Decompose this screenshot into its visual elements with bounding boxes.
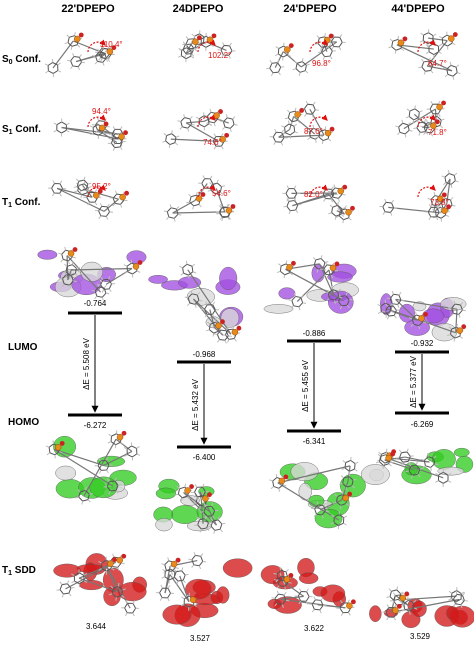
spin-density-24prime — [260, 558, 346, 614]
homo-value-24dpepo: -6.400 — [193, 453, 216, 462]
sdd-value-22dpepo: 3.644 — [86, 622, 107, 631]
sdd-value-24dpepo: 3.527 — [190, 634, 211, 643]
lumo-orbital-24dpepo — [148, 266, 244, 329]
angle-label-24prime-s1: 87.6° — [304, 127, 323, 136]
molecule-col2-s0 — [178, 30, 236, 63]
molecule-col1-t1 — [48, 176, 130, 220]
angle-arc-col3-s0 — [309, 39, 328, 53]
angle-arc-col4-s1 — [417, 114, 436, 128]
angle-arc-col4-t1 — [417, 184, 436, 198]
lumo-orbital-24prime-skeleton — [276, 255, 353, 311]
angle-label-44dpepo-s1: 71.8° — [428, 128, 447, 137]
angle-label-24dpepo-s1: 74.6° — [203, 138, 222, 147]
angle-arc-col2-s0 — [197, 39, 216, 53]
spin-density-24dpepo-skeleton — [156, 551, 207, 611]
lumo-orbital-44dpepo-skeleton — [377, 290, 467, 342]
row-label-s1: S1 Conf. — [2, 124, 41, 136]
row-label-homo: HOMO — [8, 417, 39, 428]
lumo-value-22dpepo: -0.764 — [84, 299, 107, 308]
angle-label-44dpepo-t1: 73.8° — [430, 198, 449, 207]
molecule-col2-s1 — [162, 108, 238, 150]
angle-arc-col1-s0 — [87, 39, 106, 53]
spin-density-44dpepo-skeleton — [382, 586, 468, 621]
angle-label-22dpepo-s1: 94.4° — [92, 107, 111, 116]
lumo-orbital-24dpepo-skeleton — [179, 260, 242, 344]
spin-density-22dpepo-skeleton — [56, 553, 140, 617]
molecule-col4-t1 — [379, 170, 459, 222]
angle-arc-col2-s1 — [197, 114, 216, 128]
column-title-24dpepo: 24DPEPO — [173, 3, 224, 15]
angle-arc-col3-t1 — [309, 184, 328, 198]
row-label-lumo: LUMO — [8, 342, 38, 353]
row-label-sdd: T1 SDD — [2, 565, 36, 577]
spin-density-24prime-skeleton — [271, 566, 356, 617]
gap-label-22dpepo: ΔE = 5.508 eV — [82, 337, 91, 389]
lumo-value-44dpepo: -0.932 — [411, 339, 434, 348]
sdd-value-24prime: 3.622 — [304, 624, 325, 633]
angle-label-24prime-t1: 82.0° — [304, 190, 323, 199]
homo-value-24prime: -6.341 — [303, 437, 326, 446]
molecule-structures — [37, 29, 474, 629]
angle-label-44dpepo-s0: 64.7° — [428, 59, 447, 68]
spin-density-22dpepo — [53, 553, 147, 606]
angle-label-24dpepo-s0: 102.2° — [208, 51, 231, 60]
homo-orbital-44dpepo-skeleton — [375, 448, 452, 487]
molecule-col4-s0 — [388, 29, 461, 80]
gap-label-24dpepo: ΔE = 5.432 eV — [191, 378, 200, 430]
molecule-col3-s0 — [266, 33, 346, 77]
angle-label-22dpepo-t1: 95.2° — [92, 182, 111, 191]
lumo-orbital-22dpepo — [37, 249, 147, 298]
gap-label-24prime: ΔE = 5.455 eV — [301, 359, 310, 411]
column-title-44dpepo: 44'DPEPO — [391, 3, 445, 15]
angle-arc-col1-t1 — [87, 184, 106, 198]
homo-value-22dpepo: -6.272 — [84, 421, 107, 430]
molecule-col2-t1 — [163, 175, 236, 222]
angle-arc-col3-s1 — [309, 114, 328, 128]
lumo-orbital-24prime — [263, 263, 359, 314]
angle-arc-col1-s1 — [87, 114, 106, 128]
molecule-col1-s1 — [53, 117, 128, 151]
molecule-col3-s1 — [269, 100, 335, 146]
column-title-24prime-dpepo: 24'DPEPO — [283, 3, 337, 15]
spin-density-24dpepo — [162, 558, 253, 627]
spin-density-44dpepo — [369, 598, 474, 629]
lumo-value-24dpepo: -0.968 — [193, 350, 216, 359]
angle-label-24prime-s0: 96.8° — [312, 59, 331, 68]
homo-orbital-24prime-skeleton — [269, 456, 359, 530]
angle-arc-col2-t1 — [197, 184, 216, 198]
lumo-value-24prime: -0.886 — [303, 329, 326, 338]
homo-orbital-24dpepo-skeleton — [174, 483, 226, 534]
homo-value-44dpepo: -6.269 — [411, 420, 434, 429]
row-label-t1: T1 Conf. — [2, 197, 41, 209]
lumo-orbital-22dpepo-skeleton — [58, 246, 143, 301]
column-title-22dpepo: 22'DPEPO — [61, 3, 115, 15]
sdd-value-44dpepo: 3.529 — [410, 632, 431, 641]
molecule-col1-s0 — [44, 32, 117, 78]
gap-label-44dpepo: ΔE = 5.377 eV — [409, 355, 418, 407]
molecule-col4-s1 — [395, 100, 446, 138]
row-label-s0: S0 Conf. — [2, 54, 41, 66]
angle-arc-col4-s0 — [417, 39, 436, 53]
homo-orbital-22dpepo-skeleton — [45, 430, 141, 505]
angle-label-22dpepo-s0: 110.4° — [100, 40, 123, 49]
angle-label-24dpepo-t1: 54.6° — [212, 189, 231, 198]
